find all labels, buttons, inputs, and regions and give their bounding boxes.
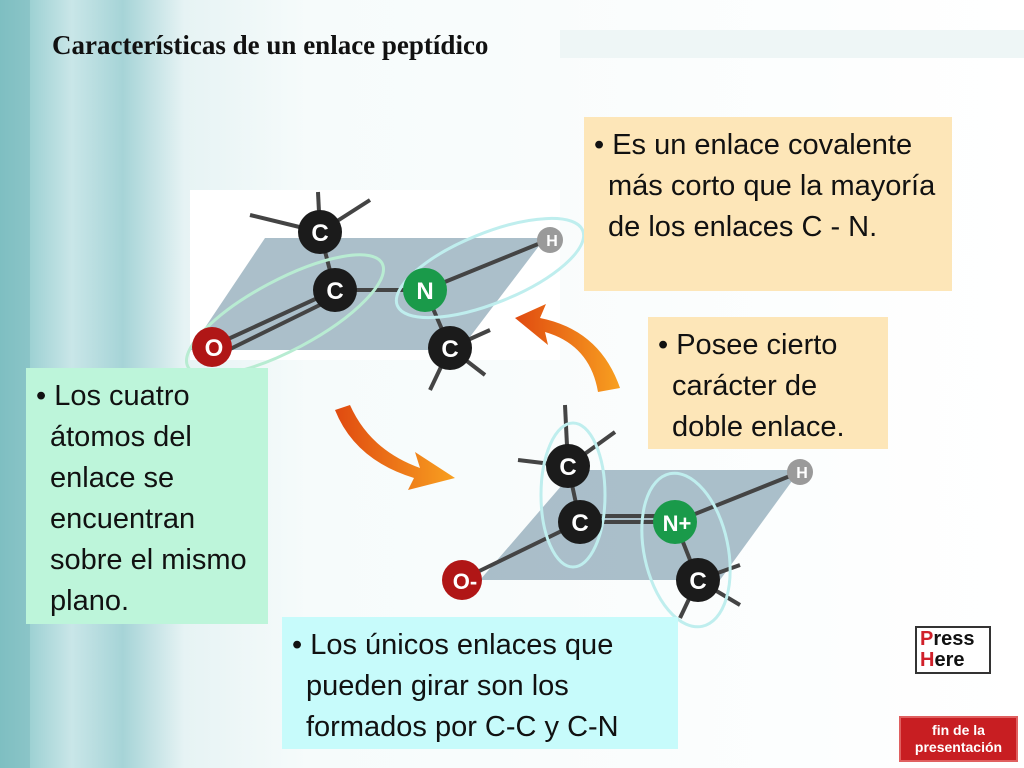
- molecule2-label-c-low: C: [689, 568, 706, 595]
- bullet: •: [594, 129, 605, 161]
- molecule2-ellipse-cn: [640, 471, 732, 629]
- molecule1-label-h: H: [546, 233, 558, 250]
- molecule2-label-c-top: C: [559, 454, 576, 481]
- here-first-letter: H: [920, 649, 935, 671]
- molecule2-plane: [480, 470, 800, 580]
- note-short-bond-text: Es un enlace covalente más corto que la …: [608, 129, 936, 243]
- molecule2-atom-h: [787, 459, 813, 485]
- note-same-plane-text: Los cuatro átomos del enlace se encuentr…: [50, 380, 247, 617]
- bullet: •: [292, 629, 303, 661]
- molecule1-label-c-mid: C: [326, 278, 343, 305]
- molecule2-atom-o: [442, 560, 482, 600]
- molecule1-atom-n: [403, 268, 447, 312]
- molecule2-atom-c-mid: [558, 500, 602, 544]
- molecule2-label-o: O-: [453, 569, 477, 594]
- molecule2-atom-c-low: [676, 558, 720, 602]
- molecule2-label-h: H: [796, 465, 808, 482]
- molecule2-ellipse-cc: [539, 421, 607, 569]
- molecule1-atom-c-low: [428, 326, 472, 370]
- molecule1-label-o: O: [205, 335, 224, 362]
- molecule1-label-c-top: C: [311, 220, 328, 247]
- press-rest: ress: [933, 628, 975, 650]
- molecule1-atom-c-top: [298, 210, 342, 254]
- note-short-bond: • Es un enlace covalente más corto que l…: [584, 117, 952, 291]
- end-presentation-button[interactable]: fin de la presentación: [899, 716, 1018, 762]
- molecule2-atom-c-top: [546, 444, 590, 488]
- bullet: •: [36, 380, 47, 412]
- molecule1-ellipse-nh: [394, 216, 586, 320]
- molecule1-label-c-low: C: [441, 336, 458, 363]
- molecule1-atom-o: [192, 327, 232, 367]
- molecule1-ellipse-co: [184, 253, 386, 377]
- here-rest: ere: [934, 649, 965, 671]
- note-double-bond: • Posee cierto carácter de doble enlace.: [648, 317, 888, 449]
- note-rotation: • Los únicos enlaces que pueden girar so…: [282, 617, 678, 749]
- arrow-down-icon: [335, 405, 455, 490]
- molecule2-label-c-mid: C: [571, 510, 588, 537]
- note-same-plane: • Los cuatro átomos del enlace se encuen…: [26, 368, 268, 624]
- molecule2-atom-n: [653, 500, 697, 544]
- arrow-up-icon: [515, 304, 620, 392]
- note-double-bond-text: Posee cierto carácter de doble enlace.: [672, 329, 845, 443]
- molecule1-atom-c-mid: [313, 268, 357, 312]
- end-line1: fin de la: [932, 722, 985, 738]
- note-rotation-text: Los únicos enlaces que pueden girar son …: [306, 629, 619, 743]
- molecule1-atom-h: [537, 227, 563, 253]
- slide-title: Características de un enlace peptídico: [52, 30, 489, 60]
- press-here-button[interactable]: Press Here: [915, 626, 991, 674]
- molecule1-label-n: N: [416, 278, 433, 305]
- press-first-letter: P: [920, 628, 934, 650]
- end-line2: presentación: [914, 739, 1003, 755]
- molecule2-label-n: N+: [663, 511, 692, 536]
- molecule1-plane: [190, 238, 545, 350]
- bullet: •: [658, 329, 669, 361]
